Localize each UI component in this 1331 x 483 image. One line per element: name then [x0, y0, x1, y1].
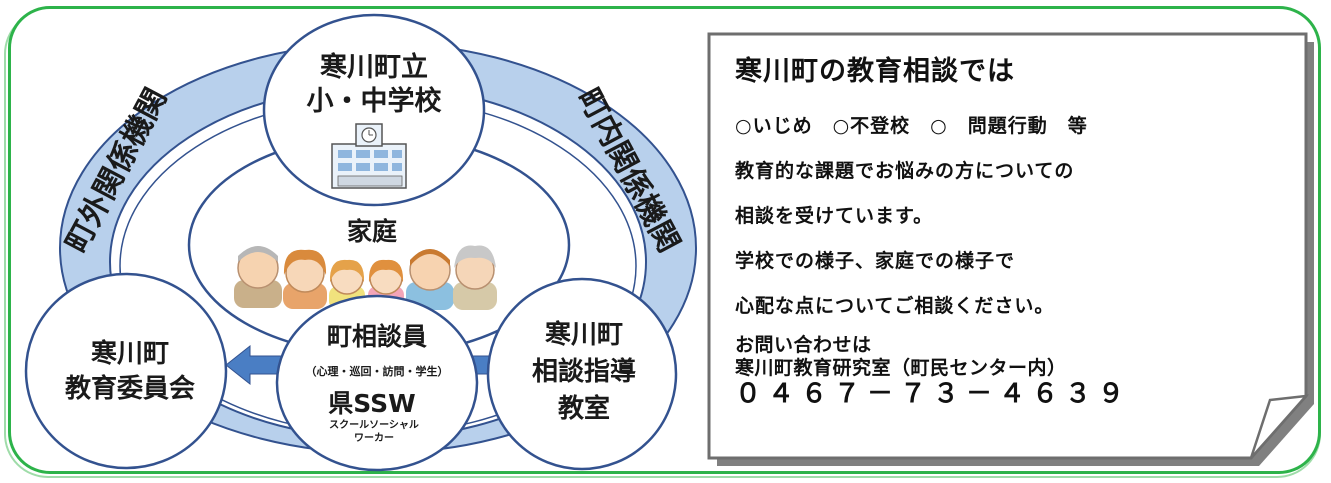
- board-line1: 寒川町: [91, 338, 169, 369]
- counsel-line2: 相談指導: [532, 356, 636, 387]
- counsel-line1: 寒川町: [545, 319, 623, 350]
- school-building-icon: [331, 123, 407, 189]
- notice-paper: [707, 32, 1314, 466]
- page-curl-icon: [1249, 394, 1310, 459]
- ssw-label: 県SSW: [328, 389, 415, 418]
- board-circle: [24, 272, 228, 470]
- home-label: 家庭: [347, 217, 397, 246]
- counsel-room-circle: [486, 277, 678, 471]
- school-line1: 寒川町立: [320, 51, 428, 83]
- contact-office: 寒川町教育研究室（町民センター内）: [735, 357, 1067, 379]
- notice-line-2: 教育的な課題でお悩みの方についての: [735, 160, 1075, 182]
- school-circle: [262, 13, 486, 207]
- counselor-title: 町相談員: [327, 322, 427, 351]
- notice-line-1: ○いじめ ○不登校 ○ 問題行動 等: [735, 115, 1088, 137]
- ssw-desc-line1: スクールソーシャル: [329, 419, 419, 431]
- notice-line-3: 相談を受けています。: [735, 205, 934, 227]
- ssw-desc-line2: ワーカー: [354, 432, 394, 444]
- contact-label: お問い合わせは: [735, 334, 872, 356]
- counselor-circle: [275, 294, 479, 472]
- notice-line-5: 心配な点についてご相談ください。: [735, 295, 1055, 317]
- counsel-line3: 教室: [558, 393, 610, 424]
- school-line2: 小・中学校: [307, 85, 442, 117]
- counselor-sub: （心理・巡回・訪問・学生）: [306, 364, 449, 378]
- contact-phone: ０４６７－７３－４６３９: [735, 379, 1132, 409]
- notice-line-4: 学校での様子、家庭での様子で: [735, 250, 1016, 272]
- notice-text: 寒川町の教育相談では ○いじめ ○不登校 ○ 問題行動 等 教育的な課題でお悩み…: [735, 55, 1295, 408]
- board-line2: 教育委員会: [65, 373, 195, 404]
- family-illustration: [234, 245, 497, 310]
- notice-title: 寒川町の教育相談では: [735, 56, 1015, 87]
